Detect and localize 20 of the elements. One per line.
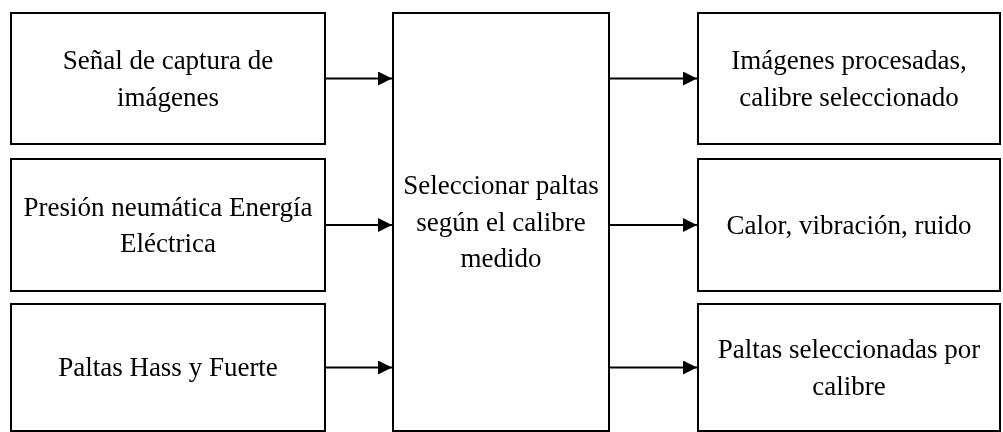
box-label: Señal de captura de imágenes [61,44,275,114]
box-label: Paltas Hass y Fuerte [58,351,278,385]
process-box [697,158,1001,292]
box-label: Paltas seleccionadas por calibre [716,333,982,403]
arrow [325,218,393,232]
process-box [697,12,1001,145]
arrow [609,360,698,375]
box-label: Seleccionar paltas según el calibre medido [402,169,600,276]
arrow [325,71,393,86]
process-box [697,303,1001,432]
arrow [325,360,393,375]
box-label: Imágenes procesadas, calibre seleccionado [730,44,968,114]
arrow [609,218,698,232]
process-box [10,12,326,145]
process-box [10,158,326,292]
process-box [10,303,326,432]
arrow [609,71,698,86]
box-label: Calor, vibración, ruido [726,208,972,242]
process-box [392,12,610,432]
box-label: Presión neumática Energía Eléctrica [22,190,314,260]
